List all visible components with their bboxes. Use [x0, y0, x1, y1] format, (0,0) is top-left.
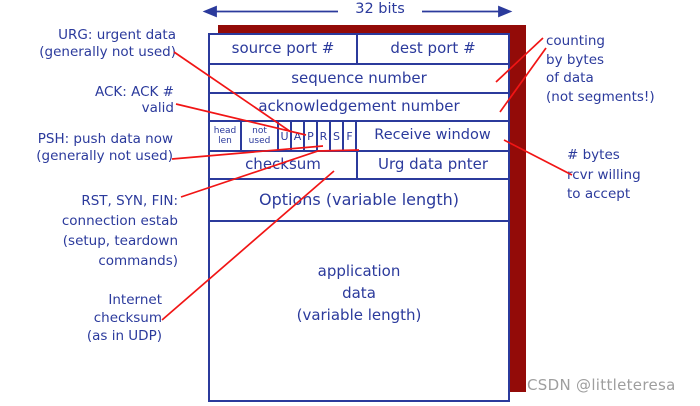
psh-annotation: PSH: push data now (generally not used)	[36, 131, 173, 164]
rcvr-bytes-annotation: # bytes rcvr willing to accept	[567, 147, 641, 202]
flag-urg-cell: U	[279, 122, 292, 150]
table-row: sequence number	[210, 65, 508, 94]
counting-bytes-annotation: counting by bytes of data (not segments!…	[546, 33, 655, 105]
bits-arrow-left-head-icon	[202, 5, 217, 18]
rst-syn-fin-annotation: RST, SYN, FIN: connection estab (setup, …	[61, 193, 178, 269]
application-data-cell: application data (variable length)	[296, 262, 422, 324]
flag-rst-cell: R	[318, 122, 331, 150]
table-row: head len not used U A P R S F Receive wi…	[210, 122, 508, 152]
flag-syn-cell: S	[331, 122, 344, 150]
bits-width-label: 32 bits	[355, 1, 405, 17]
sequence-number-cell: sequence number	[291, 68, 427, 87]
checksum-cell: checksum	[210, 152, 358, 178]
table-row: source port # dest port #	[210, 35, 508, 65]
not-used-cell: not used	[242, 122, 279, 150]
dest-port-cell: dest port #	[390, 39, 476, 58]
options-cell: Options (variable length)	[259, 189, 459, 209]
ack-number-cell: acknowledgement number	[258, 97, 460, 116]
table-row: Options (variable length)	[210, 180, 508, 222]
table-row: acknowledgement number	[210, 94, 508, 122]
watermark: CSDN @littleteresa	[527, 376, 676, 394]
bits-arrow-right-head-icon	[498, 5, 513, 18]
source-port-cell: source port #	[210, 35, 358, 63]
table-row: checksum Urg data pnter	[210, 152, 508, 180]
tcp-header-table: source port # dest port # sequence numbe…	[208, 33, 510, 402]
head-len-cell: head len	[210, 122, 242, 150]
flag-ack-cell: A	[292, 122, 305, 150]
receive-window-cell: Receive window	[374, 127, 491, 144]
flag-psh-cell: P	[305, 122, 318, 150]
ack-annotation: ACK: ACK # valid	[95, 84, 174, 116]
table-row: application data (variable length)	[210, 222, 508, 400]
urg-data-pointer-cell: Urg data pnter	[377, 155, 489, 174]
urg-annotation: URG: urgent data (generally not used)	[39, 27, 176, 60]
flag-fin-cell: F	[344, 122, 357, 150]
internet-checksum-annotation: Internet checksum (as in UDP)	[86, 292, 162, 344]
